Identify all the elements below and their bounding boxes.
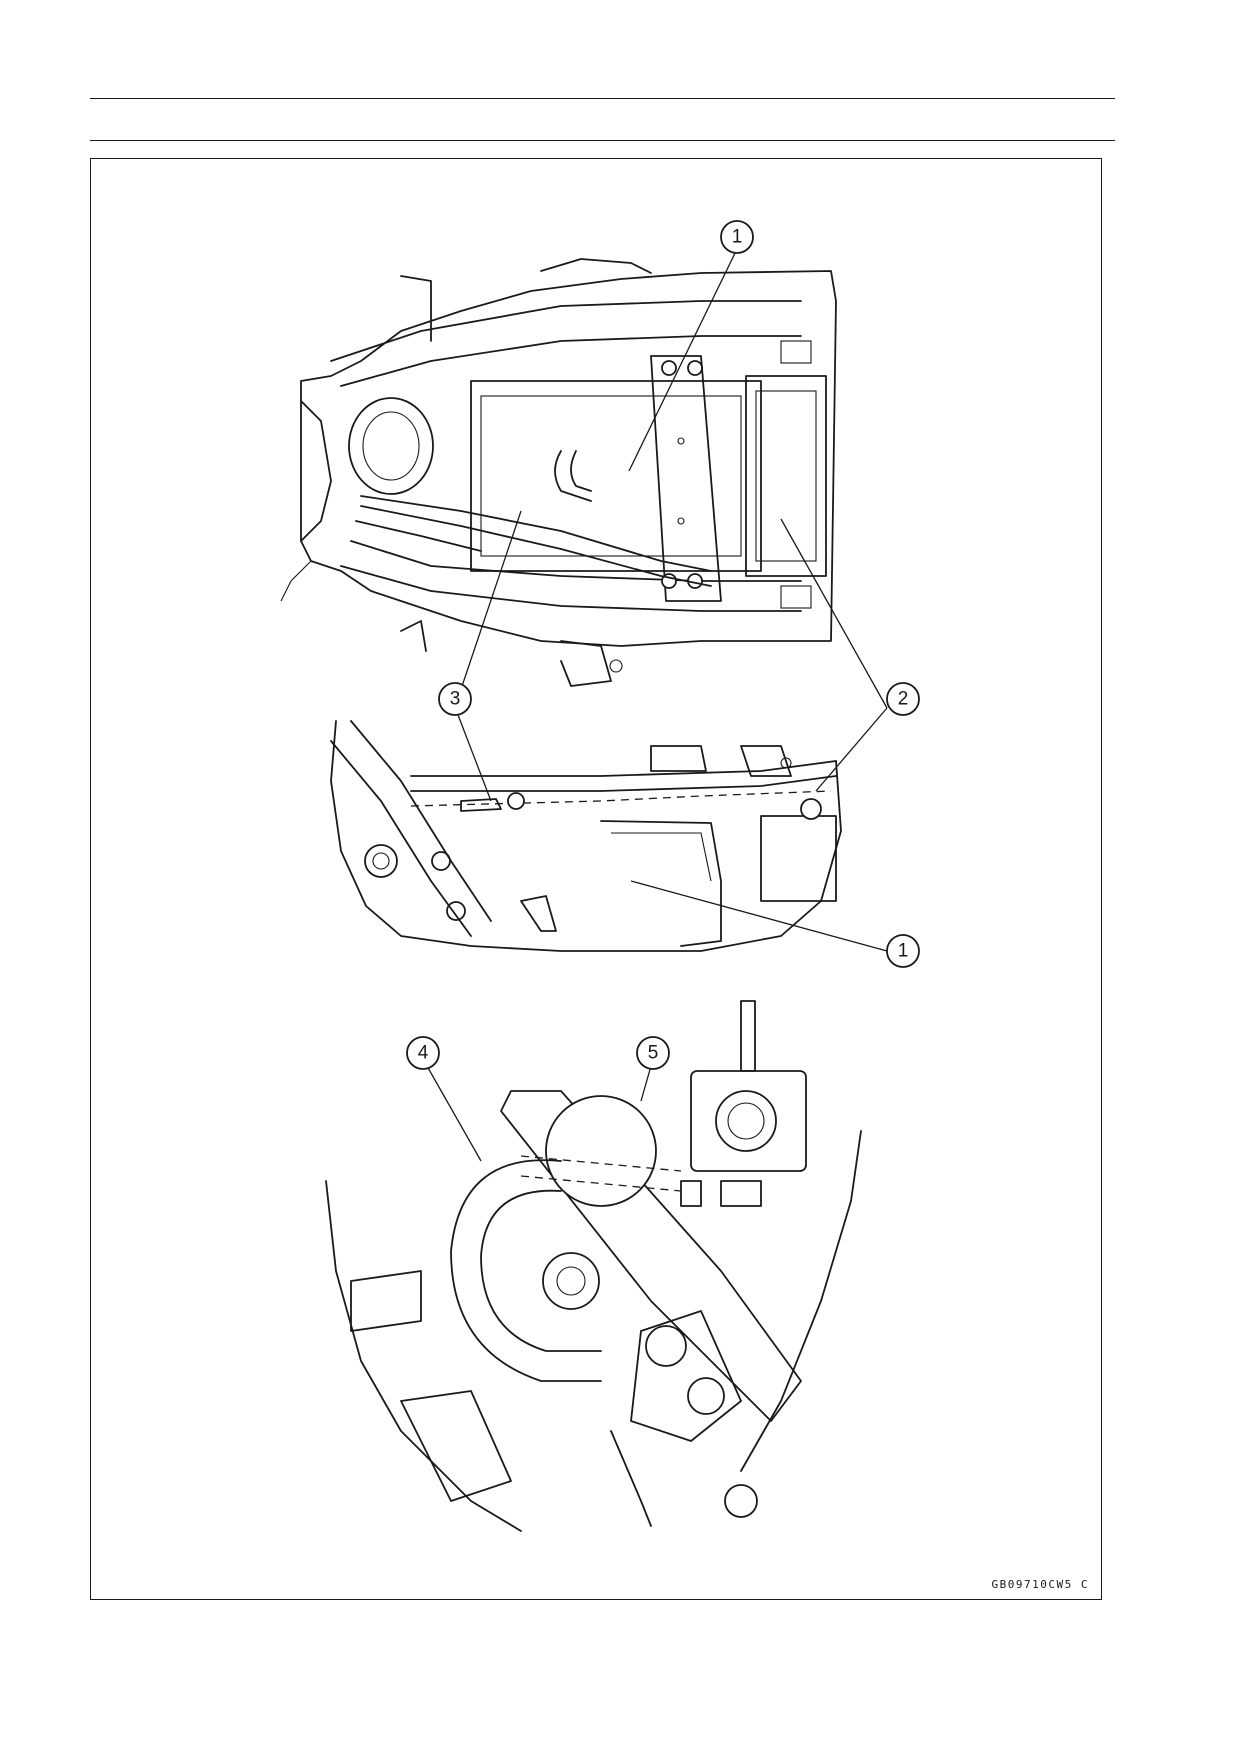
svg-text:3: 3 (450, 689, 461, 710)
svg-text:5: 5 (648, 1043, 659, 1064)
illustration: 1 2 3 1 4 5 (280, 220, 920, 1532)
callout-3: 3 (438, 682, 472, 716)
side-view-drawing (330, 720, 842, 952)
callout-1-side: 1 (886, 934, 920, 968)
leader-lines (422, 248, 888, 1162)
svg-text:2: 2 (898, 689, 909, 710)
callout-4: 4 (406, 1036, 440, 1070)
closeup-drawing (325, 1000, 862, 1532)
svg-text:1: 1 (732, 227, 743, 248)
header-rule-bottom (90, 140, 1115, 141)
callout-1-top: 1 (720, 220, 754, 254)
header-rule-top (90, 98, 1115, 99)
svg-text:1: 1 (898, 941, 909, 962)
top-view-drawing (280, 258, 837, 687)
figure-frame: 1 2 3 1 4 5 GB09710CW5 C (90, 158, 1102, 1600)
callout-5: 5 (636, 1036, 670, 1070)
figure-code: GB09710CW5 C (991, 1578, 1089, 1591)
callout-2: 2 (886, 682, 920, 716)
svg-text:4: 4 (418, 1043, 429, 1064)
